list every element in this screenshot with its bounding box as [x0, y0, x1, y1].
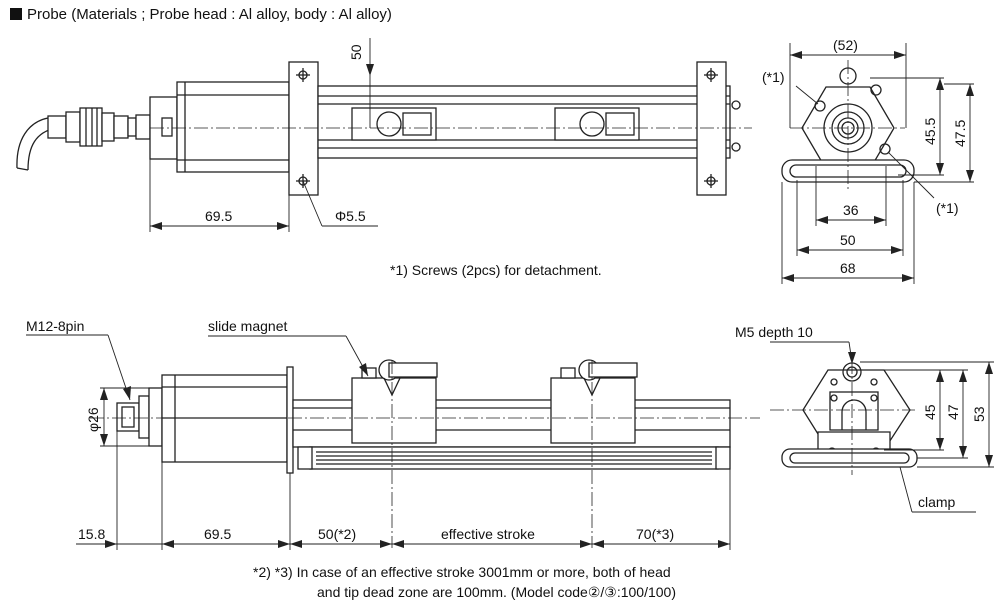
dim-end-50: 50	[840, 232, 856, 248]
connector	[47, 107, 151, 147]
label-m5-depth10: M5 depth 10	[735, 324, 813, 340]
dim-top-phi: Φ5.5	[335, 208, 366, 224]
footnote-line-2: and tip dead zone are 100mm. (Model code…	[317, 584, 676, 600]
dim-69-5-side: 69.5	[204, 526, 231, 542]
dim-47: 47	[945, 404, 961, 420]
slide-magnet-side-1	[351, 359, 438, 444]
top-view: 50 69.5 Φ5.5	[16, 38, 752, 232]
label-m12-8pin: M12-8pin	[26, 318, 84, 334]
flange-left	[288, 61, 319, 196]
dim-end-68: 68	[840, 260, 856, 276]
note-star1-b: (*1)	[936, 200, 959, 216]
dim-end-36: 36	[843, 202, 859, 218]
note-screws: *1) Screws (2pcs) for detachment.	[390, 262, 602, 278]
dim-53: 53	[971, 406, 987, 422]
label-clamp: clamp	[918, 494, 956, 510]
dim-end-52: (52)	[833, 37, 858, 53]
dim-top-50: 50	[348, 44, 364, 60]
side-head	[161, 374, 288, 463]
flange-right	[696, 61, 727, 196]
dim-15-8: 15.8	[78, 526, 105, 542]
footnote-line-1: *2) *3) In case of an effective stroke 3…	[253, 564, 671, 580]
slide-magnet-top-2	[554, 107, 640, 141]
end-view-bottom: M5 depth 10 45 47 53 clamp	[735, 324, 994, 513]
label-slide-magnet: slide magnet	[208, 318, 287, 334]
dim-end-47-5: 47.5	[952, 120, 968, 147]
probe-head	[149, 81, 290, 173]
dim-effective-stroke: effective stroke	[441, 526, 535, 542]
dim-phi26: φ26	[85, 407, 101, 432]
end-view-top: (52) (*1) (*1) 45.5 47.5 36 50	[762, 37, 974, 284]
side-view: M12-8pin slide magnet φ26 15.8 69.5 50(*…	[26, 318, 760, 550]
m12-connector	[116, 387, 163, 447]
page-title: Probe (Materials ; Probe head : Al alloy…	[27, 6, 392, 23]
slide-magnet-side-2	[550, 359, 638, 444]
slide-magnet-top-1	[351, 107, 437, 141]
note-star1-a: (*1)	[762, 69, 785, 85]
side-flange	[286, 366, 294, 474]
dim-end-45-5: 45.5	[922, 118, 938, 145]
title-square-bullet	[10, 8, 22, 20]
dim-45: 45	[922, 404, 938, 420]
dim-head-dead-zone: 50(*2)	[318, 526, 356, 542]
dim-tip-dead-zone: 70(*3)	[636, 526, 674, 542]
dim-top-69-5: 69.5	[205, 208, 232, 224]
